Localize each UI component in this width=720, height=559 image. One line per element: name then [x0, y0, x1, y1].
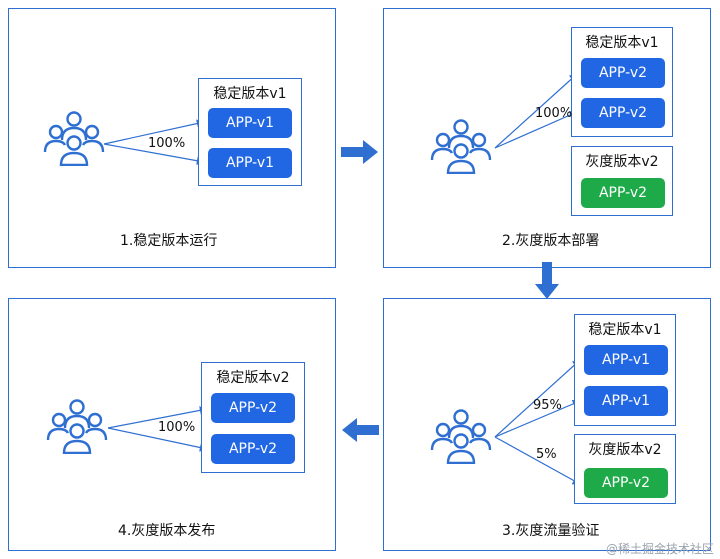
step-caption: 2.灰度版本部署	[502, 233, 600, 249]
group-title: 灰度版本v2	[585, 154, 659, 170]
group-title: 灰度版本v2	[588, 442, 662, 458]
step-caption: 4.灰度版本发布	[118, 523, 216, 539]
traffic-line	[494, 436, 582, 485]
app-instance: APP-v2	[581, 178, 665, 208]
gray-group: 灰度版本v2 APP-v2	[574, 434, 676, 504]
traffic-percent: 100%	[158, 420, 196, 435]
traffic-line	[494, 399, 582, 438]
app-instance: APP-v2	[211, 434, 295, 464]
watermark: @稀土掘金技术社区	[605, 542, 714, 556]
arrow-icon	[341, 140, 378, 164]
traffic-line	[107, 406, 209, 429]
group-title: 稳定版本v1	[585, 35, 659, 51]
arrow-icon	[535, 262, 559, 299]
traffic-percent: 100%	[535, 106, 573, 121]
group-title: 稳定版本v1	[213, 86, 287, 102]
app-instance: APP-v2	[581, 58, 665, 88]
stable-group: 稳定版本v1 APP-v1 APP-v1	[574, 314, 676, 426]
app-instance: APP-v2	[581, 98, 665, 128]
group-title: 稳定版本v1	[588, 322, 662, 338]
traffic-line	[494, 111, 579, 149]
users-group-icon	[430, 409, 492, 464]
stable-group: 稳定版本v1 APP-v1 APP-v1	[198, 78, 302, 186]
users-group-icon	[43, 111, 105, 166]
users-group-icon	[46, 399, 108, 454]
stable-group: 稳定版本v1 APP-v2 APP-v2	[571, 27, 673, 137]
traffic-percent: 5%	[536, 447, 557, 462]
group-title: 稳定版本v2	[216, 370, 290, 386]
traffic-line	[103, 143, 206, 165]
app-instance: APP-v1	[584, 386, 668, 416]
traffic-percent: 100%	[148, 136, 186, 151]
step-caption: 3.灰度流量验证	[502, 523, 600, 539]
traffic-line	[103, 119, 206, 145]
app-instance: APP-v2	[584, 468, 668, 498]
app-instance: APP-v2	[211, 393, 295, 423]
arrow-icon	[342, 418, 379, 442]
stable-group: 稳定版本v2 APP-v2 APP-v2	[201, 362, 305, 473]
users-group-icon	[430, 119, 492, 174]
app-instance: APP-v1	[584, 345, 668, 375]
app-instance: APP-v1	[208, 148, 292, 178]
traffic-line	[494, 73, 578, 149]
traffic-line	[494, 359, 581, 438]
gray-group: 灰度版本v2 APP-v2	[571, 146, 673, 216]
app-instance: APP-v1	[208, 108, 292, 138]
traffic-percent: 95%	[533, 398, 562, 413]
traffic-line	[107, 427, 209, 452]
step-caption: 1.稳定版本运行	[120, 233, 218, 249]
